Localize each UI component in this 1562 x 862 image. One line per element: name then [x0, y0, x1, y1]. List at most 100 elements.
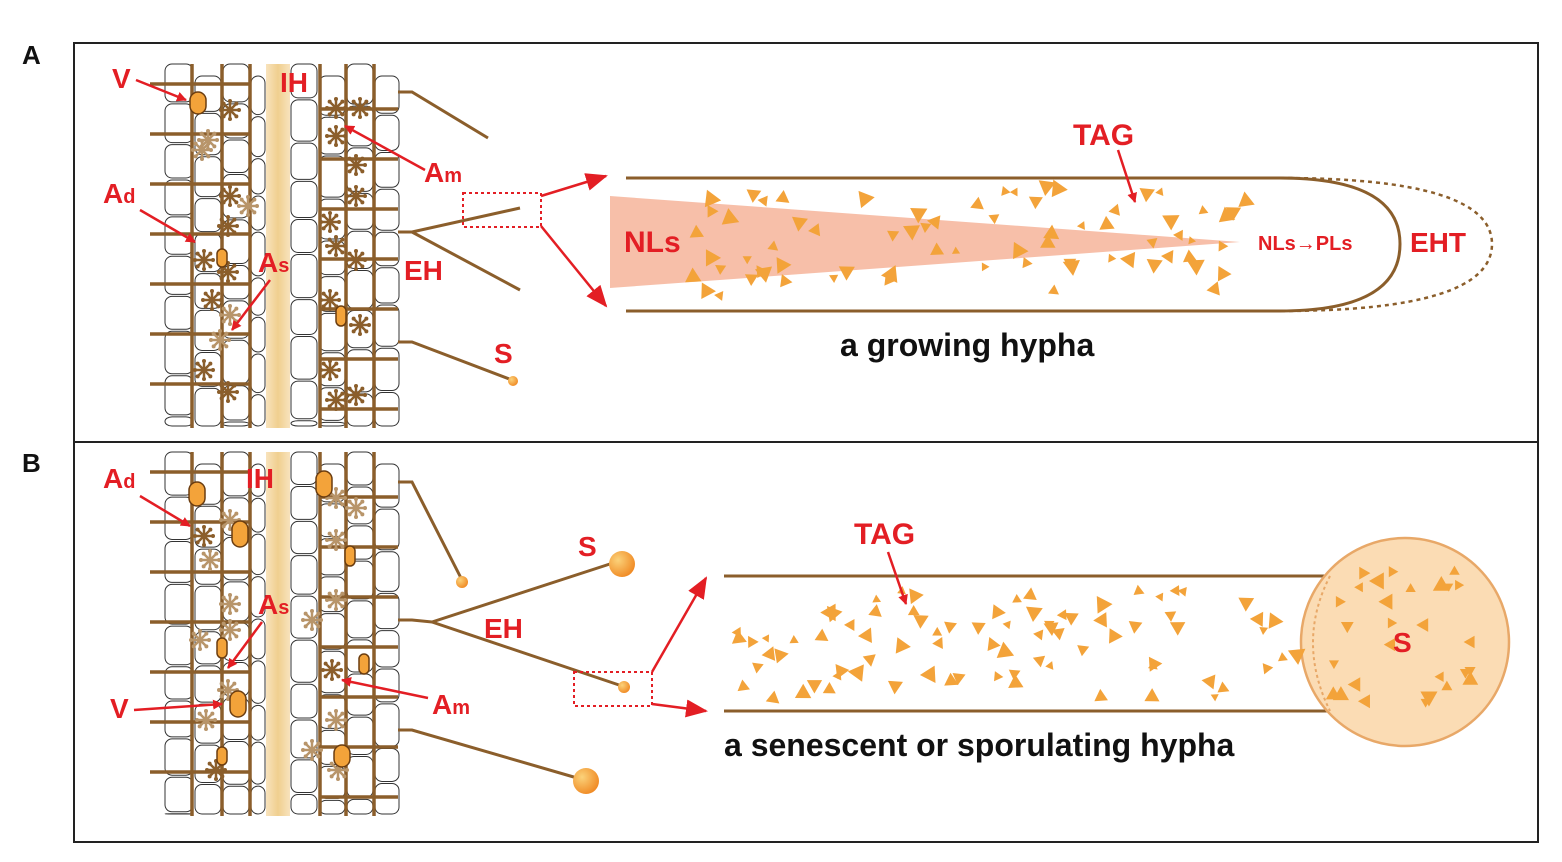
plant-cell — [164, 625, 194, 666]
tag-droplet — [1022, 257, 1033, 269]
tag-droplet — [1045, 661, 1054, 670]
tag-droplet — [1238, 191, 1255, 207]
tag-droplet — [1217, 681, 1230, 693]
tag-droplet — [1332, 686, 1349, 701]
tag-droplet — [1076, 221, 1085, 230]
panel-b-vein — [266, 452, 290, 816]
plant-cell — [164, 416, 194, 427]
panel-a-vesicles — [189, 91, 347, 327]
tag-droplet — [774, 648, 789, 664]
tag-droplet — [1162, 215, 1180, 231]
plant-cell — [164, 295, 194, 330]
plant-cell — [250, 660, 266, 704]
arbuscule — [199, 549, 221, 571]
plant-cell — [290, 219, 318, 253]
tag-droplet — [775, 190, 790, 203]
panel-a-zoom-box — [462, 192, 542, 228]
tag-droplet — [761, 634, 770, 643]
tag-droplet — [951, 246, 961, 254]
plant-cell — [346, 673, 374, 716]
label-nls-to-pls: NLs→PLs — [1258, 233, 1352, 255]
tag-droplet — [1093, 612, 1107, 628]
arbuscule — [219, 593, 241, 615]
arbuscule — [189, 629, 211, 651]
panel-b-vesicles — [188, 470, 370, 768]
tag-droplet — [838, 266, 855, 281]
tag-droplet — [1249, 611, 1264, 627]
tag-droplet — [1008, 674, 1024, 688]
tag-droplet — [791, 216, 808, 232]
plant-cell — [194, 783, 222, 815]
plant-cell — [290, 555, 318, 595]
tag-droplet — [780, 274, 793, 288]
plant-cell — [290, 63, 318, 99]
tag-droplet — [895, 637, 911, 654]
arbuscule — [217, 215, 239, 237]
plant-cell — [318, 503, 346, 538]
plant-cell — [346, 451, 374, 486]
plant-cell — [346, 600, 374, 639]
tag-droplet — [847, 664, 864, 682]
tag-droplet — [820, 603, 836, 622]
tag-droplet — [1109, 628, 1123, 644]
plant-cell — [374, 551, 400, 592]
label-ih-a: IH — [280, 67, 308, 98]
label-am-b: Am — [432, 689, 470, 720]
plant-cell — [290, 639, 318, 683]
tag-droplet — [1444, 583, 1454, 592]
panel-a-small-spore — [508, 376, 518, 386]
tag-droplet — [1368, 572, 1384, 590]
tag-droplet — [707, 205, 719, 218]
plant-cell — [374, 508, 400, 551]
tag-droplet — [1201, 674, 1216, 690]
plant-cell — [164, 144, 194, 179]
arbuscule — [237, 195, 259, 217]
arbuscule — [345, 497, 367, 519]
hyphal-tip-extension — [1279, 176, 1494, 313]
tag-droplet — [1008, 669, 1021, 681]
tag-droplet — [932, 637, 943, 649]
plant-cell — [374, 304, 400, 347]
arbuscule — [201, 289, 223, 311]
arbuscule — [219, 619, 241, 641]
plant-cell — [290, 180, 318, 219]
plant-cell — [222, 139, 250, 174]
arbuscule — [321, 659, 343, 681]
tag-droplet — [1182, 249, 1197, 263]
tag-droplet — [944, 672, 959, 686]
plant-cell — [318, 421, 346, 427]
tag-droplet — [843, 618, 855, 631]
tag-droplet — [1077, 645, 1090, 657]
tag-droplet — [920, 222, 932, 233]
tag-droplet — [858, 190, 875, 209]
label-as-b: As — [258, 589, 289, 620]
arbuscule — [195, 709, 217, 731]
arbuscule — [219, 509, 241, 531]
tag-droplet — [1434, 671, 1444, 683]
arbuscule — [325, 97, 347, 119]
caption-senescent-hypha: a senescent or sporulating hypha — [724, 727, 1235, 763]
vesicle — [315, 470, 333, 498]
label-ad-b: Ad — [103, 463, 135, 494]
tag-droplet — [731, 629, 747, 644]
arbuscule — [197, 129, 219, 151]
panel-b-extraradical-hyphae — [398, 480, 623, 782]
vesicle — [216, 637, 228, 659]
tag-droplet — [1277, 652, 1288, 662]
arbuscule — [349, 314, 371, 336]
tag-droplet — [909, 588, 924, 605]
panel-a-leaf-tissue — [150, 63, 521, 428]
plant-cell — [250, 116, 266, 158]
label-nls: NLs — [624, 226, 681, 259]
panel-b-zoom-box — [573, 671, 653, 707]
tag-droplet — [822, 681, 836, 694]
tag-droplet — [1146, 259, 1163, 274]
tag-droplet — [1335, 596, 1346, 608]
tag-droplet — [1262, 663, 1274, 675]
plant-cell — [290, 420, 318, 427]
tag-droplet — [746, 189, 762, 203]
plant-cell — [250, 394, 266, 427]
tag-droplet — [1387, 617, 1398, 629]
plant-cell — [318, 155, 346, 198]
plant-cell — [374, 463, 400, 508]
